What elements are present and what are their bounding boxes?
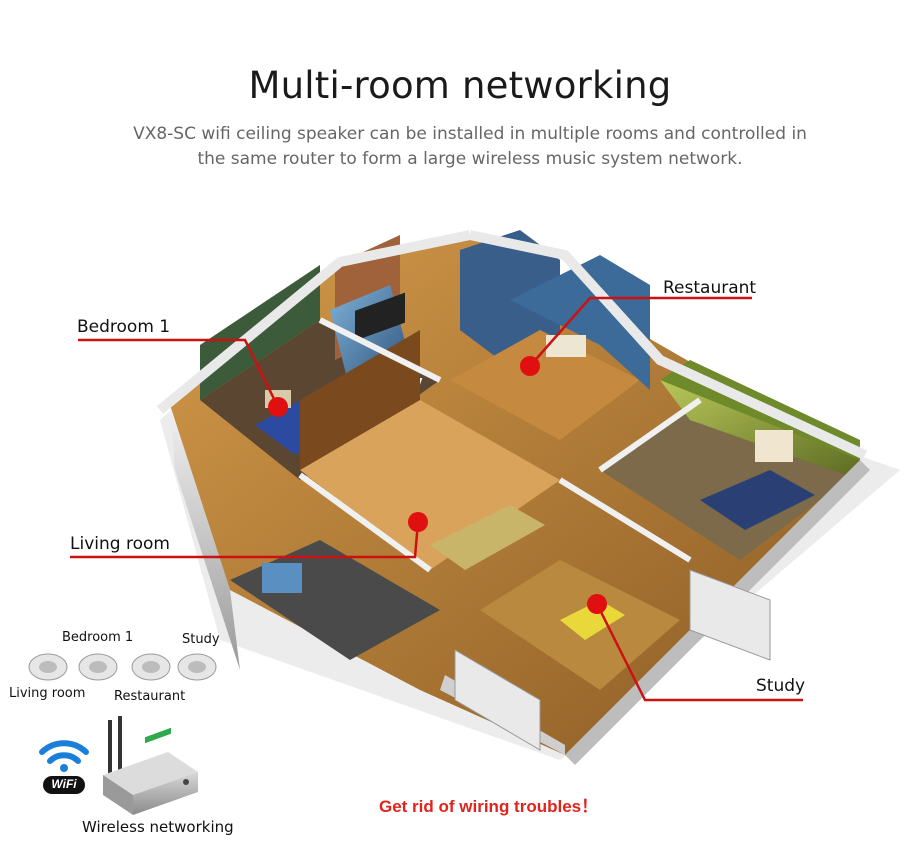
legend-living-room: Living room <box>9 686 86 701</box>
balcony-blue-box <box>262 563 302 593</box>
wifi-logo-badge <box>43 776 85 794</box>
interior-wall-4 <box>598 397 702 473</box>
page-title: Multi-room networking <box>248 64 672 107</box>
right-room-bed <box>700 470 815 530</box>
living-floor <box>300 400 560 570</box>
shower-glass <box>460 230 560 360</box>
living-tv <box>355 292 405 341</box>
restaurant-pointer <box>529 296 752 367</box>
interior-wall-1 <box>318 317 442 383</box>
room-label-study: Study <box>756 676 806 696</box>
legend-bedroom: Bedroom 1 <box>62 630 134 645</box>
router-icon <box>103 716 198 815</box>
bedroom-marker <box>268 397 288 417</box>
window-block-right <box>689 569 771 661</box>
wireless-networking-caption: Wireless networking <box>82 818 234 836</box>
window-block <box>454 649 541 751</box>
speaker-icon <box>131 653 171 681</box>
living-pointer <box>70 521 420 559</box>
page-subtitle: VX8-SC wifi ceiling speaker can be insta… <box>133 124 807 169</box>
study-desk <box>560 600 625 640</box>
room-label-restaurant: Restaurant <box>663 278 757 298</box>
speaker-icon <box>177 653 217 681</box>
outer-wall-left <box>156 230 472 414</box>
slogan: Get rid of wiring troubles！ <box>379 797 599 816</box>
interior-wall-2 <box>298 472 432 573</box>
study-marker <box>587 594 607 614</box>
living-marker <box>408 512 428 532</box>
front-wall-left <box>170 405 240 670</box>
living-wall <box>300 330 420 470</box>
room-label-bedroom: Bedroom 1 <box>77 317 171 337</box>
living-sofa <box>430 505 545 570</box>
interior-wall-3 <box>558 477 692 563</box>
right-room-floor <box>600 400 860 560</box>
wifi-signal-icon <box>39 740 89 772</box>
restaurant-floor <box>450 330 640 440</box>
legend-restaurant: Restaurant <box>114 689 186 704</box>
legend-study: Study <box>182 632 220 647</box>
room-label-living-room: Living room <box>70 534 170 554</box>
restaurant-wall <box>510 255 650 390</box>
restaurant-picture <box>546 335 586 357</box>
speaker-icon <box>28 653 68 681</box>
speaker-icon <box>78 653 118 681</box>
bedroom-pointer <box>78 338 280 408</box>
study-pointer <box>595 603 803 702</box>
restaurant-marker <box>520 356 540 376</box>
outer-wall-right <box>468 230 868 460</box>
right-room-picture <box>755 430 793 462</box>
wifi-logo-text: WiFi <box>51 777 77 791</box>
